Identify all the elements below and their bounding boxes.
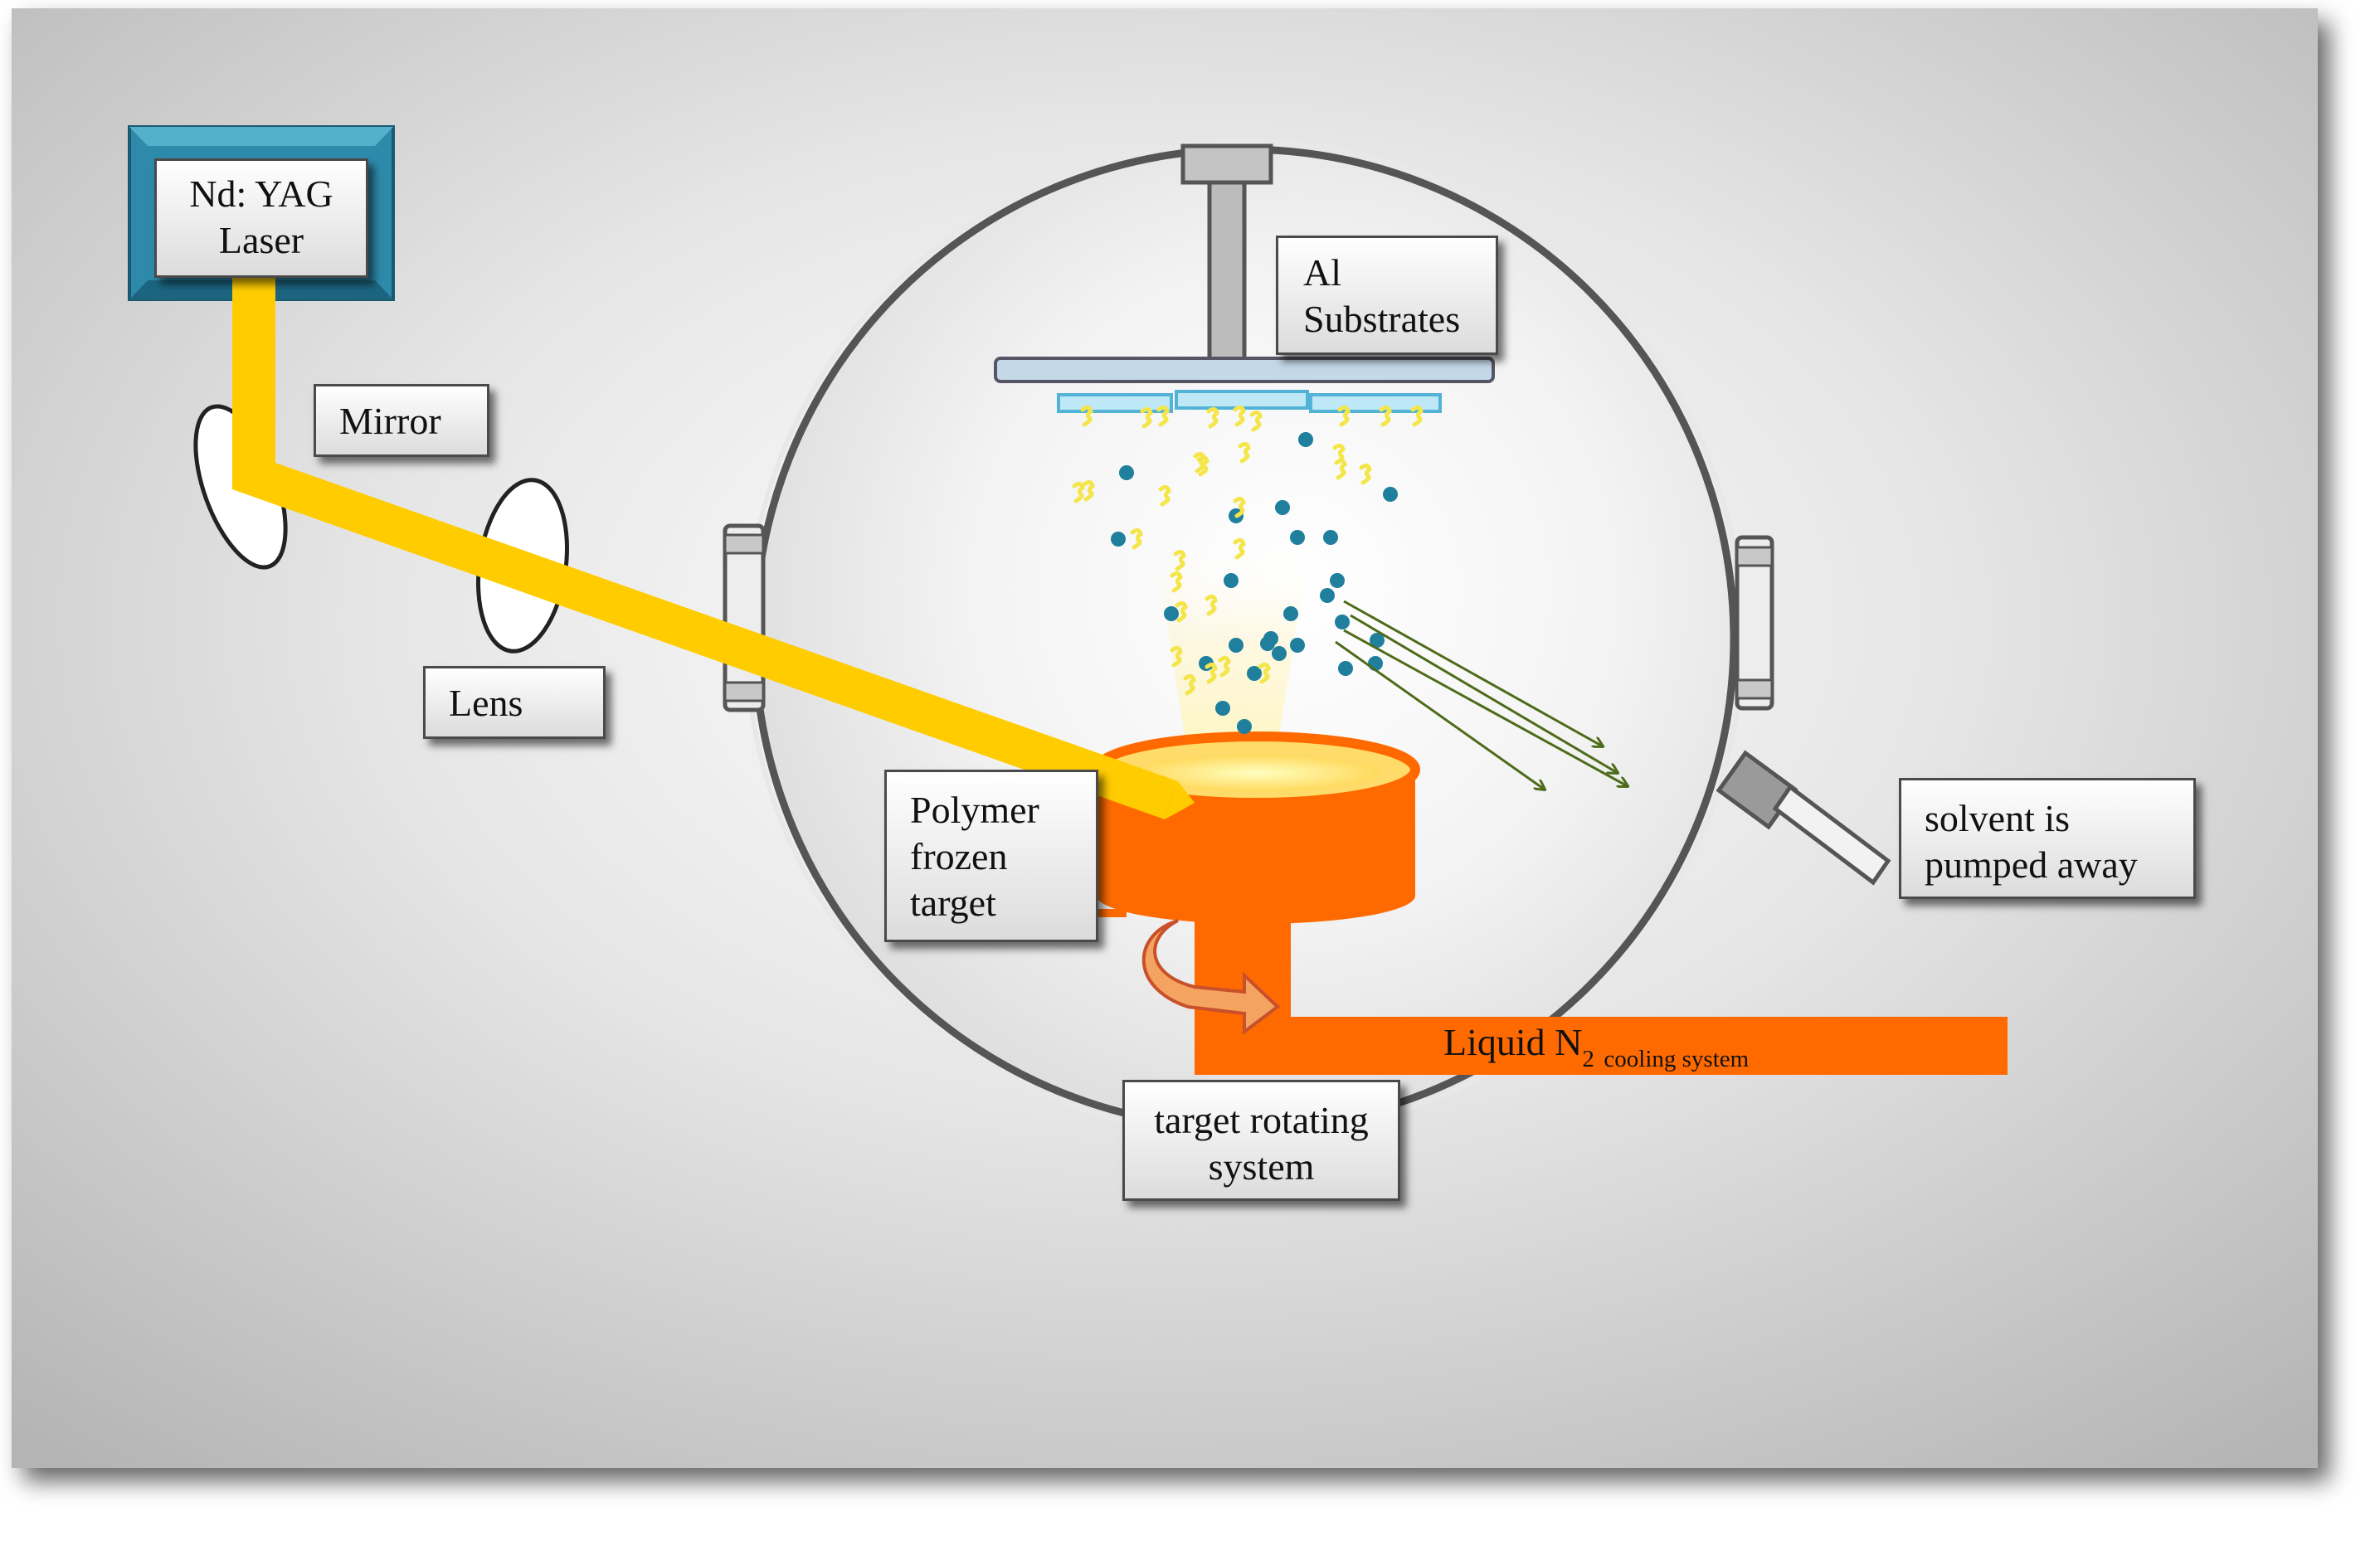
cooling-label-suffix: cooling system: [1604, 1046, 1750, 1072]
polymer-particle: [1183, 673, 1196, 696]
laser-label-line-2: Laser: [218, 219, 304, 261]
polymer-particle: [1140, 406, 1153, 429]
solvent-particle: [1275, 500, 1290, 515]
target-label-line-2: frozen: [910, 835, 1008, 877]
polymer-particle: [1205, 594, 1218, 616]
rotation-label-line-1: target rotating: [1154, 1099, 1369, 1141]
laser-label-line-1: Nd: YAG: [189, 173, 333, 215]
polymer-particle: [1170, 645, 1183, 668]
solvent-particle: [1383, 487, 1398, 502]
solvent-particle: [1370, 633, 1385, 648]
lens-label-text: Lens: [449, 682, 523, 724]
left-viewport: [723, 523, 766, 712]
polymer-particle: [1233, 537, 1246, 560]
solvent-particle: [1338, 661, 1353, 676]
ablated-particles: [1072, 405, 1424, 734]
solvent-particle: [1335, 615, 1350, 629]
pump-label: solvent is pumped away: [1899, 778, 2196, 899]
polymer-particle: [1175, 600, 1188, 623]
polymer-particle: [1173, 549, 1186, 571]
solvent-particle: [1237, 719, 1252, 734]
polymer-particle: [1359, 463, 1372, 485]
solvent-particle: [1272, 646, 1287, 661]
polymer-particle: [1218, 655, 1231, 678]
solvent-particle: [1260, 636, 1275, 651]
trajectory-arrows: [1335, 600, 1628, 790]
laser-beam: [232, 264, 1195, 819]
polymer-particle: [1334, 458, 1347, 480]
polymer-particle: [1082, 479, 1095, 502]
polymer-particle: [1410, 405, 1424, 427]
polymer-particle: [1379, 405, 1392, 427]
polymer-particle: [1072, 481, 1085, 503]
polymer-particle: [1080, 405, 1093, 427]
cooling-label-main: Liquid N: [1443, 1021, 1583, 1063]
polymer-particle: [1130, 527, 1143, 550]
pump-label-line-2: pumped away: [1925, 843, 2138, 886]
laser-label: Nd: YAG Laser: [154, 158, 368, 278]
polymer-particle: [1170, 571, 1183, 593]
polymer-particle: [1249, 410, 1263, 432]
solvent-particle: [1320, 588, 1335, 603]
polymer-particle: [1238, 441, 1251, 464]
target-label: Polymer frozen target: [884, 770, 1098, 942]
solvent-particle: [1215, 701, 1230, 716]
substrate-holder: [994, 143, 1495, 383]
solvent-particle: [1229, 638, 1244, 653]
solvent-particle: [1323, 530, 1338, 545]
solvent-particle: [1164, 606, 1179, 621]
solvent-particle: [1247, 666, 1262, 681]
solvent-particle: [1290, 530, 1305, 545]
lens-label: Lens: [423, 666, 606, 739]
solvent-particle: [1283, 606, 1298, 621]
solvent-particle: [1119, 465, 1134, 480]
solvent-particle: [1224, 573, 1239, 588]
rotation-label-line-2: system: [1208, 1145, 1315, 1188]
polymer-particle: [1196, 454, 1209, 477]
pump-port: [1716, 750, 1891, 886]
right-viewport: [1735, 535, 1774, 711]
mirror-label: Mirror: [314, 384, 489, 457]
polymer-particle: [1258, 662, 1271, 684]
cooling-label-subscript: 2: [1582, 1046, 1594, 1072]
rotation-arrow: [1141, 919, 1281, 1035]
solvent-particle: [1290, 638, 1305, 653]
polymer-particle: [1233, 496, 1246, 518]
target-label-line-3: target: [910, 882, 996, 924]
solvent-particle: [1111, 532, 1126, 547]
solvent-particle: [1330, 573, 1345, 588]
liquid-n2-cooling-line: [1195, 1017, 2008, 1075]
polymer-particle: [1158, 484, 1171, 507]
rotation-label: target rotating system: [1122, 1080, 1400, 1201]
solvent-particle: [1298, 432, 1313, 447]
polymer-particle: [1205, 662, 1218, 684]
polymer-particle: [1206, 406, 1219, 429]
cooling-label: Liquid N2 cooling system: [1443, 1020, 1749, 1073]
substrates-label-line-1: Al: [1303, 251, 1341, 294]
substrates-label-line-2: Substrates: [1303, 298, 1461, 340]
polymer-particle: [1337, 405, 1351, 427]
substrates-label: Al Substrates: [1276, 236, 1498, 355]
target-label-line-1: Polymer: [910, 789, 1039, 831]
polymer-particle: [1156, 405, 1170, 427]
mirror-label-text: Mirror: [339, 400, 441, 442]
pump-label-line-1: solvent is: [1925, 797, 2071, 839]
polymer-particle: [1233, 405, 1246, 427]
